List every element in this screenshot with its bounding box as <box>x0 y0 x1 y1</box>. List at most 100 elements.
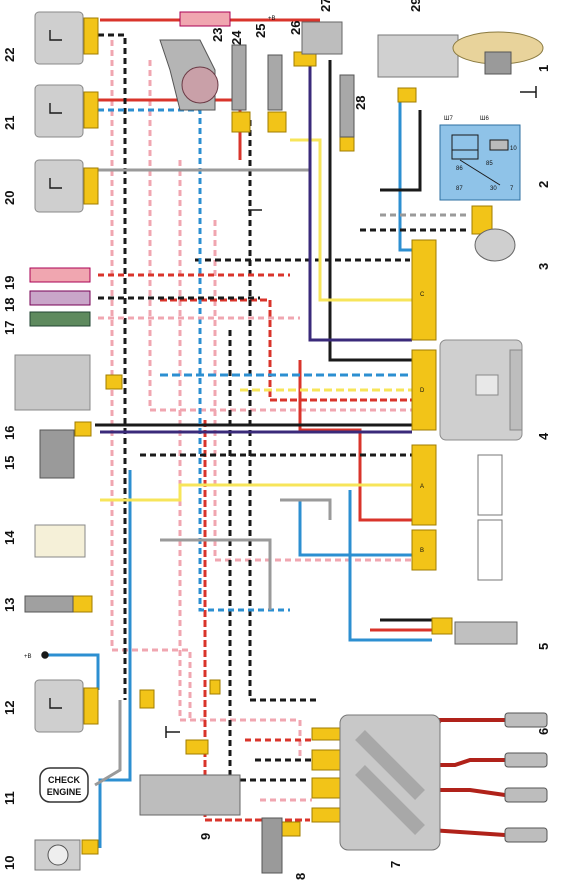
component-number-17: 17 <box>2 321 17 335</box>
component-number-20: 20 <box>2 191 17 205</box>
component-number-25: 25 <box>253 24 268 38</box>
ecu-4 <box>439 339 523 441</box>
module-29 <box>377 34 459 78</box>
relay-pin-30: 30 <box>490 186 497 192</box>
fuse-18 <box>29 290 91 306</box>
component-number-13: 13 <box>2 598 17 612</box>
ecu-connectors <box>411 239 437 571</box>
module-21 <box>34 84 84 138</box>
component-5 <box>454 621 518 645</box>
check-engine-lamp <box>39 767 89 803</box>
component-number-12: 12 <box>2 701 17 715</box>
ecu-connector-c <box>411 239 437 341</box>
wire-violet-1 <box>308 60 412 342</box>
wire-blue-3 <box>98 470 132 848</box>
relay-pin-86: 86 <box>456 166 463 172</box>
component-number-6: 6 <box>536 728 551 735</box>
relay-pin-sh7: Ш7 <box>444 116 453 122</box>
component-number-24: 24 <box>229 30 244 45</box>
component-number-22: 22 <box>2 48 17 62</box>
wire-gray-3 <box>94 700 122 787</box>
component-8 <box>261 817 283 874</box>
check-engine-line2: ENGINE <box>47 787 82 797</box>
markers <box>41 86 537 738</box>
module-22 <box>34 11 84 65</box>
relay-pin-7: 7 <box>510 186 514 192</box>
fuse-17 <box>29 311 91 327</box>
relay-2 <box>439 124 521 201</box>
wire-feed-relay <box>380 110 422 192</box>
wire-yellow-2 <box>100 483 412 502</box>
relay-pin-sh6: Ш6 <box>480 116 489 122</box>
wire-gray-2 <box>280 498 332 520</box>
wire-gray-1 <box>98 168 312 330</box>
relay-pin-87: 87 <box>456 186 463 192</box>
component-25 <box>231 44 247 111</box>
component-26 <box>267 54 283 111</box>
component-number-9: 9 <box>198 833 213 840</box>
fuse-19 <box>29 267 91 283</box>
component-number-14: 14 <box>2 530 17 545</box>
component-number-29: 29 <box>408 0 423 12</box>
wire-blue-5 <box>45 653 100 690</box>
component-number-23: 23 <box>210 28 225 42</box>
modules-left <box>14 11 459 733</box>
wire-blue-1 <box>98 108 290 612</box>
component-number-28: 28 <box>353 96 368 110</box>
fuses <box>29 11 231 327</box>
component-9 <box>139 774 241 816</box>
component-number-8: 8 <box>293 873 308 880</box>
component-15 <box>39 429 75 479</box>
component-14 <box>34 524 86 558</box>
component-28 <box>339 74 355 138</box>
component-number-26: 26 <box>288 21 303 35</box>
ecu-letter-c: C <box>420 292 425 298</box>
component-number-3: 3 <box>536 263 551 270</box>
wire-blue-4 <box>348 490 432 642</box>
ecu-letter-b: B <box>420 548 424 554</box>
component-3 <box>474 228 516 262</box>
module-16 <box>14 354 91 411</box>
plus-b-left: +B <box>24 654 32 660</box>
module-20 <box>34 159 84 213</box>
fuse-top <box>179 11 231 27</box>
wire-pink-2 <box>148 60 412 412</box>
component-number-15: 15 <box>2 456 17 470</box>
component-number-19: 19 <box>2 276 17 290</box>
component-number-10: 10 <box>2 856 17 870</box>
check-engine-line1: CHECK <box>48 775 81 785</box>
wire-pink-3 <box>178 160 302 760</box>
wire-yellow-1 <box>290 138 412 302</box>
component-number-1: 1 <box>536 65 551 72</box>
wire-black-1 <box>98 33 127 700</box>
relay-pin-85: 85 <box>486 161 493 167</box>
wire-black-5 <box>248 120 320 702</box>
component-7 <box>339 714 441 851</box>
wire-blue-2 <box>398 90 412 252</box>
wire-red-3 <box>160 298 412 402</box>
spark-plugs <box>504 712 548 843</box>
ecu-connector-a <box>411 444 437 526</box>
wire-pink-1 <box>110 40 192 720</box>
wire-gray-4 <box>160 538 272 610</box>
module-marks <box>49 30 62 709</box>
plus-b-top: +B <box>268 16 276 22</box>
module-12 <box>34 679 84 733</box>
component-13 <box>24 595 74 613</box>
ecu-connector-d <box>411 349 437 431</box>
wire-pink-4 <box>213 220 412 562</box>
wire-red-4 <box>298 360 412 522</box>
ecu-letter-d: D <box>420 388 425 394</box>
wire-black-2 <box>328 60 412 362</box>
component-number-5: 5 <box>536 643 551 650</box>
component-number-21: 21 <box>2 116 17 130</box>
ecu-letter-a: A <box>420 484 424 490</box>
component-27 <box>301 21 343 55</box>
component-number-18: 18 <box>2 298 17 312</box>
component-number-16: 16 <box>2 426 17 440</box>
component-number-7: 7 <box>388 861 403 868</box>
ecu-connector-b <box>411 529 437 571</box>
